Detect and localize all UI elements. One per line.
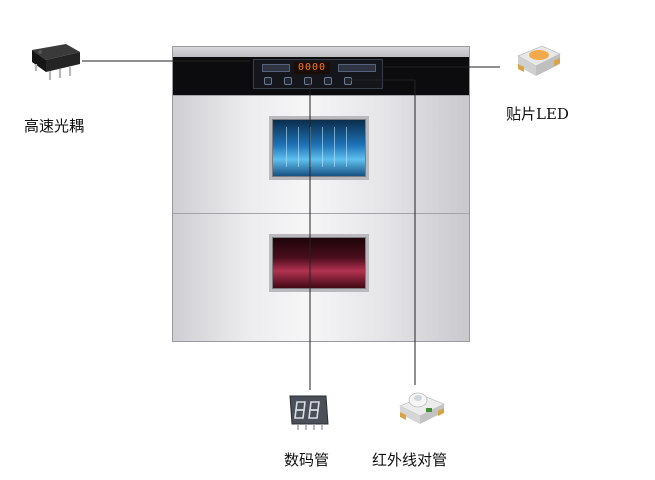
label-smd-led: 贴片LED bbox=[506, 105, 569, 123]
panel-button-2 bbox=[284, 77, 292, 85]
rack-line bbox=[286, 127, 287, 167]
label-digit-tube: 数码管 bbox=[284, 451, 330, 469]
label-ir-pair: 红外线对管 bbox=[372, 451, 448, 469]
panel-indicator-right bbox=[338, 64, 376, 72]
optocoupler-chip-icon bbox=[32, 44, 80, 80]
cabinet: 0000 bbox=[172, 46, 470, 342]
rack-line bbox=[346, 127, 347, 167]
control-panel-strip: 0000 bbox=[173, 57, 469, 95]
lower-drawer-window bbox=[269, 234, 369, 292]
rack-line bbox=[334, 127, 335, 167]
panel-digit-display: 0000 bbox=[294, 62, 330, 74]
control-panel: 0000 bbox=[253, 59, 383, 89]
upper-drawer-window bbox=[269, 116, 369, 180]
panel-button-5 bbox=[344, 77, 352, 85]
panel-button-1 bbox=[264, 77, 272, 85]
lower-drawer bbox=[173, 213, 469, 343]
smd-led-icon bbox=[517, 45, 561, 76]
label-optocoupler: 高速光耦 bbox=[24, 117, 85, 135]
ir-pair-icon bbox=[399, 392, 445, 424]
panel-indicator-left bbox=[262, 64, 290, 72]
upper-drawer bbox=[173, 95, 469, 213]
panel-button-4 bbox=[324, 77, 332, 85]
panel-button-3 bbox=[304, 77, 312, 85]
rack-line bbox=[298, 127, 299, 167]
digit-tube-icon bbox=[289, 395, 329, 430]
rack-line bbox=[322, 127, 323, 167]
